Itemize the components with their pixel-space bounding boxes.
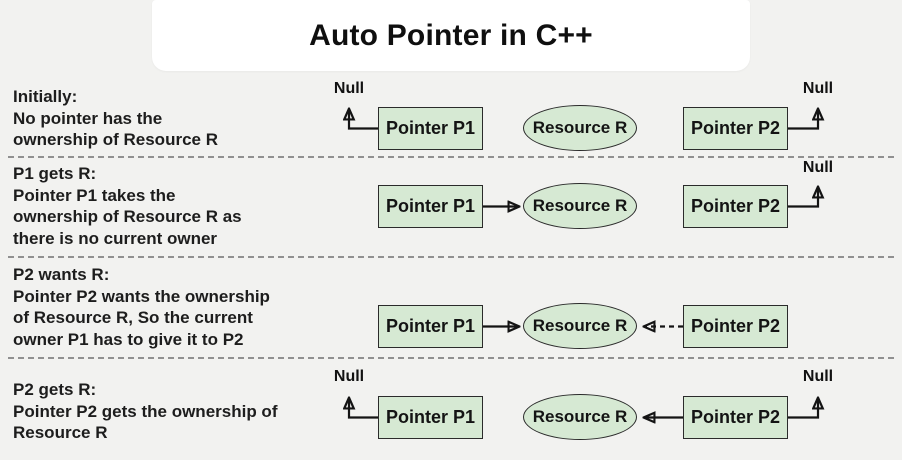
caption-line: Pointer P2 wants the ownership (13, 286, 270, 306)
resource-r-ellipse: Resource R (523, 394, 637, 440)
pointer-p2-box: Pointer P2 (683, 396, 788, 439)
caption-line: Pointer P1 takes the (13, 185, 176, 205)
row-caption-p2-wants-r: P2 wants R: Pointer P2 wants the ownersh… (13, 264, 270, 350)
row-caption-p2-gets-r: P2 gets R: Pointer P2 gets the ownership… (13, 379, 277, 444)
null-label: Null (802, 80, 834, 97)
pointer-p1-label: Pointer P1 (385, 316, 476, 336)
arrow-p1-to-null (349, 400, 378, 419)
null-label: Null (333, 368, 365, 385)
caption-line: P2 gets R: (13, 380, 97, 399)
pointer-p1-box: Pointer P1 (378, 107, 483, 150)
arrow-p1-to-null (349, 111, 378, 130)
null-label: Null (802, 159, 834, 176)
resource-r-label: Resource R (532, 118, 628, 137)
caption-line: No pointer has the (13, 108, 163, 128)
resource-r-ellipse: Resource R (523, 303, 637, 349)
caption-line: Resource R (13, 423, 108, 442)
caption-line: P1 gets R: (13, 164, 97, 183)
pointer-p2-box: Pointer P2 (683, 305, 788, 348)
resource-r-label: Resource R (532, 196, 628, 215)
arrow-p2-to-null (788, 400, 818, 419)
pointer-p2-label: Pointer P2 (690, 316, 781, 336)
null-label: Null (333, 80, 365, 97)
caption-line: Initially: (13, 87, 78, 106)
pointer-p2-label: Pointer P2 (690, 407, 781, 427)
row-separator-2 (8, 256, 894, 258)
row-separator-1 (8, 156, 894, 158)
caption-line: owner P1 has to give it to P2 (13, 329, 244, 349)
pointer-p1-box: Pointer P1 (378, 396, 483, 439)
pointer-p1-label: Pointer P1 (385, 118, 476, 138)
pointer-p2-box: Pointer P2 (683, 185, 788, 228)
caption-line: P2 wants R: (13, 265, 110, 284)
title-box: Auto Pointer in C++ (152, 0, 750, 71)
resource-r-ellipse: Resource R (523, 183, 637, 229)
row-caption-p1-gets-r: P1 gets R: Pointer P1 takes the ownershi… (13, 163, 242, 249)
row-separator-3 (8, 357, 894, 359)
caption-line: Pointer P2 gets the ownership of (13, 401, 278, 421)
caption-line: there is no current owner (13, 228, 218, 248)
pointer-p1-box: Pointer P1 (378, 305, 483, 348)
resource-r-label: Resource R (532, 316, 628, 335)
pointer-p2-label: Pointer P2 (690, 118, 781, 138)
resource-r-ellipse: Resource R (523, 105, 637, 151)
caption-line: of Resource R, So the current (13, 308, 253, 327)
pointer-p2-box: Pointer P2 (683, 107, 788, 150)
pointer-p1-box: Pointer P1 (378, 185, 483, 228)
null-label: Null (802, 368, 834, 385)
page-title: Auto Pointer in C++ (309, 18, 593, 52)
pointer-p1-label: Pointer P1 (385, 407, 476, 427)
pointer-p1-label: Pointer P1 (385, 196, 476, 216)
caption-line: ownership of Resource R (13, 130, 218, 149)
caption-line: ownership of Resource R as (13, 207, 242, 226)
arrow-p2-to-null (788, 111, 818, 130)
arrow-p2-to-null (788, 189, 818, 208)
row-caption-initially: Initially: No pointer has the ownership … (13, 86, 218, 151)
resource-r-label: Resource R (532, 407, 628, 426)
pointer-p2-label: Pointer P2 (690, 196, 781, 216)
